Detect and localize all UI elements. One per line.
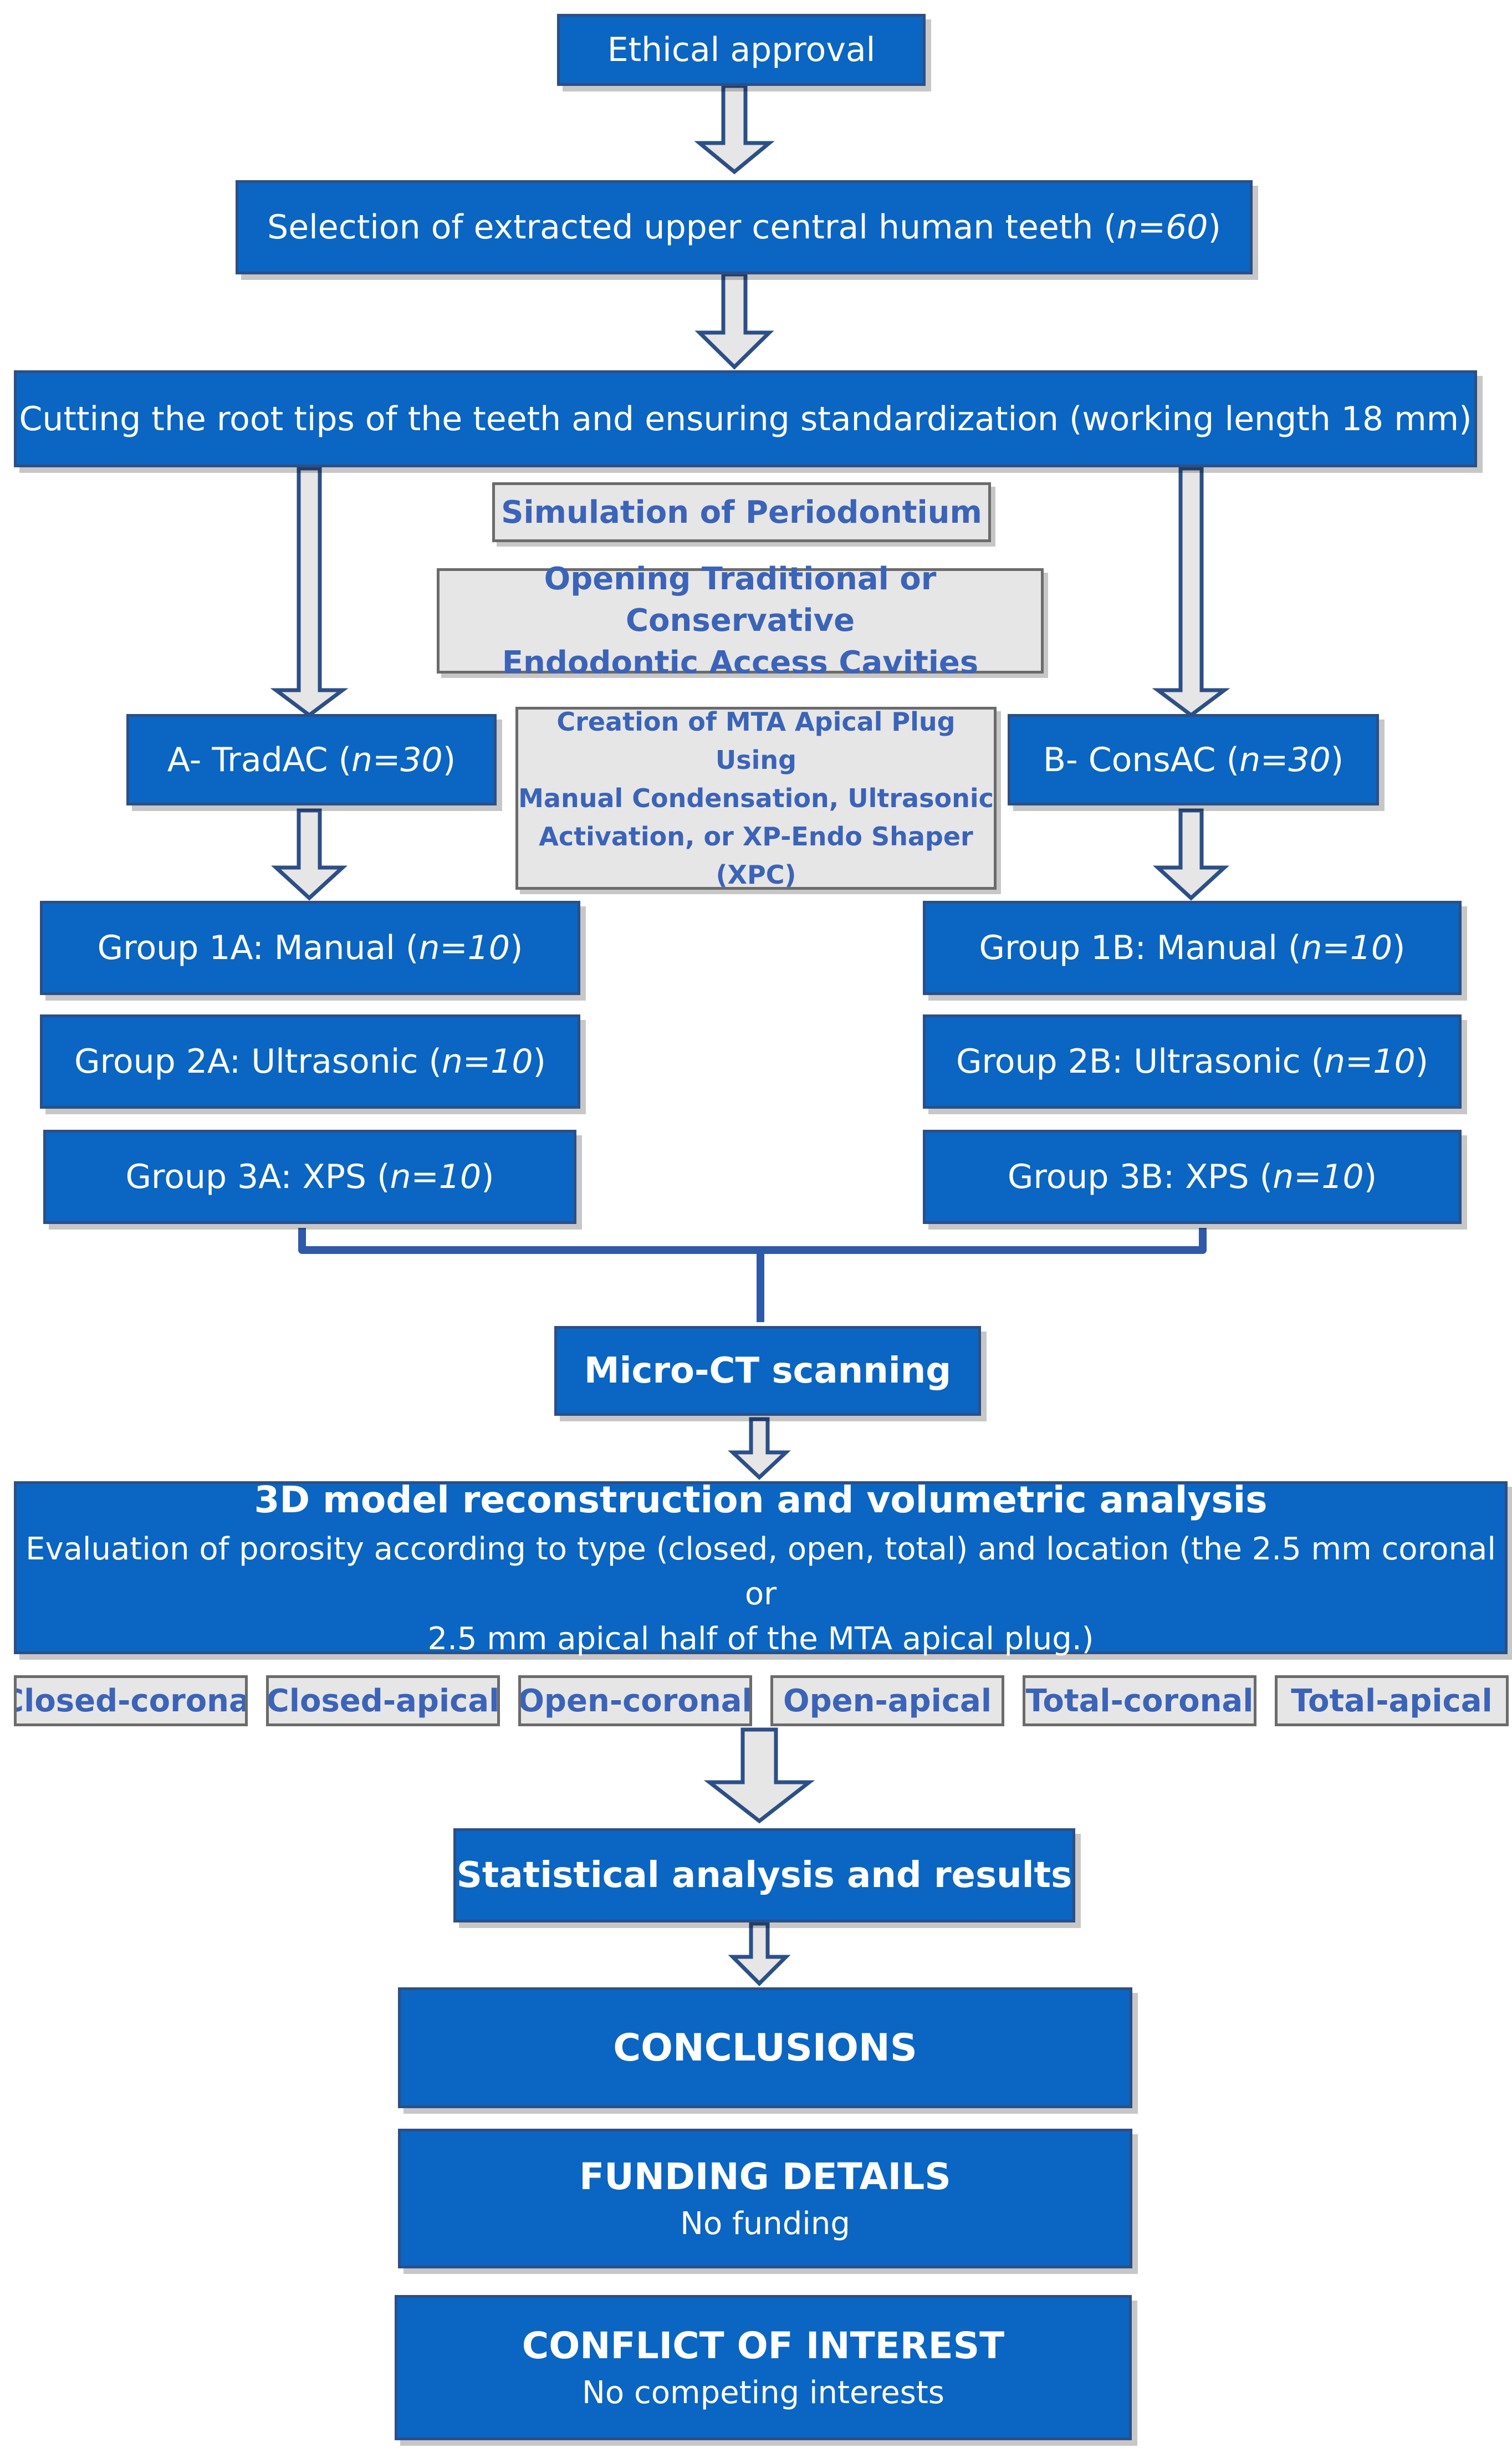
- group-3b-box: Group 3B: XPS (n=10): [923, 1130, 1462, 1224]
- conclusions-box: CONCLUSIONS: [398, 1987, 1132, 2108]
- funding-box: FUNDING DETAILS No funding: [398, 2129, 1132, 2268]
- opening-line-2: Endodontic Access Cavities: [502, 644, 979, 681]
- ethical-approval-label: Ethical approval: [607, 30, 876, 69]
- group-1b-n: n=10: [1301, 929, 1393, 967]
- group-3b-label: Group 3B: XPS (: [1007, 1157, 1273, 1196]
- cutting-label: Cutting the root tips of the teeth and e…: [19, 399, 1472, 438]
- tag-closed-coronal: Closed-coronal: [14, 1675, 248, 1726]
- group-3b-close: ): [1363, 1157, 1377, 1196]
- model-line-2: 2.5 mm apical half of the MTA apical plu…: [427, 1621, 1094, 1658]
- creation-note: Creation of MTA Apical Plug Using Manual…: [515, 707, 997, 890]
- arrow-microct-to-model: [728, 1417, 791, 1480]
- group-b-box: B- ConsAC (n=30): [1008, 714, 1379, 805]
- selection-n: n=60: [1116, 208, 1208, 247]
- group-2b-label: Group 2B: Ultrasonic (: [956, 1042, 1324, 1081]
- arrow-stats-to-conclusions: [728, 1921, 791, 1986]
- ethical-approval-box: Ethical approval: [557, 14, 926, 86]
- arrow-cutting-to-a: [270, 466, 349, 718]
- selection-box: Selection of extracted upper central hum…: [236, 180, 1253, 274]
- opening-line-1: Opening Traditional or Conservative: [544, 560, 937, 639]
- group-1b-close: ): [1392, 929, 1406, 967]
- selection-label: Selection of extracted upper central hum…: [267, 208, 1117, 247]
- stats-label: Statistical analysis and results: [456, 1855, 1072, 1896]
- group-3a-close: ): [481, 1157, 494, 1196]
- creation-line-2: Manual Condensation, Ultrasonic: [518, 783, 994, 813]
- group-a-label: A- TradAC (: [167, 740, 352, 779]
- cutting-box: Cutting the root tips of the teeth and e…: [14, 370, 1477, 467]
- creation-line-1: Creation of MTA Apical Plug Using: [556, 706, 956, 775]
- group-b-n: n=30: [1239, 740, 1331, 779]
- group-1a-box: Group 1A: Manual (n=10): [40, 901, 580, 995]
- tag-total-coronal: Total-coronal: [1023, 1675, 1256, 1726]
- group-2b-box: Group 2B: Ultrasonic (n=10): [923, 1014, 1462, 1109]
- group-2a-n: n=10: [441, 1042, 533, 1081]
- model-line-1: Evaluation of porosity according to type…: [25, 1531, 1496, 1613]
- group-1a-label: Group 1A: Manual (: [97, 929, 419, 967]
- tag-closed-apical: Closed-apical: [266, 1675, 500, 1726]
- model-box: 3D model reconstruction and volumetric a…: [14, 1478, 1508, 1657]
- arrow-a-to-groups: [271, 808, 348, 901]
- group-3b-n: n=10: [1273, 1157, 1364, 1196]
- selection-close: ): [1208, 208, 1221, 247]
- arrow-model-to-stats: [703, 1727, 815, 1824]
- group-3a-box: Group 3A: XPS (n=10): [43, 1130, 576, 1224]
- creation-line-3: Activation, or XP-Endo Shaper (XPC): [539, 821, 973, 890]
- group-2a-close: ): [533, 1042, 546, 1081]
- bracket-connector: [298, 1228, 1207, 1322]
- funding-title: FUNDING DETAILS: [579, 2155, 951, 2198]
- group-a-box: A- TradAC (n=30): [126, 714, 497, 805]
- microct-label: Micro-CT scanning: [584, 1350, 952, 1391]
- arrow-cutting-to-b: [1152, 466, 1230, 718]
- tag-open-coronal: Open-coronal: [518, 1675, 752, 1726]
- group-3a-label: Group 3A: XPS (: [125, 1157, 390, 1196]
- group-1a-n: n=10: [418, 929, 510, 967]
- tag-open-apical: Open-apical: [770, 1675, 1004, 1726]
- arrow-selection-to-cutting: [694, 272, 774, 370]
- group-1b-label: Group 1B: Manual (: [979, 929, 1301, 967]
- group-a-close: ): [442, 740, 456, 779]
- microct-box: Micro-CT scanning: [554, 1326, 981, 1416]
- group-b-close: ): [1330, 740, 1344, 779]
- arrow-b-to-groups: [1153, 808, 1229, 901]
- group-2b-close: ): [1415, 1042, 1429, 1081]
- funding-sub: No funding: [680, 2206, 850, 2242]
- tag-total-apical: Total-apical: [1275, 1675, 1509, 1726]
- model-title: 3D model reconstruction and volumetric a…: [254, 1478, 1268, 1522]
- stats-box: Statistical analysis and results: [453, 1828, 1075, 1922]
- conflict-title: CONFLICT OF INTEREST: [522, 2324, 1005, 2367]
- group-2a-box: Group 2A: Ultrasonic (n=10): [40, 1014, 580, 1109]
- group-2b-n: n=10: [1324, 1042, 1416, 1081]
- group-a-n: n=30: [351, 740, 443, 779]
- group-2a-label: Group 2A: Ultrasonic (: [74, 1042, 442, 1081]
- group-1b-box: Group 1B: Manual (n=10): [923, 901, 1462, 995]
- conflict-sub: No competing interests: [582, 2375, 944, 2411]
- opening-note: Opening Traditional or Conservative Endo…: [437, 561, 1044, 681]
- conflict-box: CONFLICT OF INTEREST No competing intere…: [395, 2295, 1132, 2440]
- conclusions-label: CONCLUSIONS: [613, 2026, 917, 2070]
- group-1a-close: ): [509, 929, 523, 967]
- group-b-label: B- ConsAC (: [1043, 740, 1240, 779]
- simulation-label: Simulation of Periodontium: [501, 494, 982, 531]
- arrow-ethical-to-selection: [694, 84, 775, 175]
- group-3a-n: n=10: [390, 1157, 482, 1196]
- simulation-note: Simulation of Periodontium: [492, 482, 991, 542]
